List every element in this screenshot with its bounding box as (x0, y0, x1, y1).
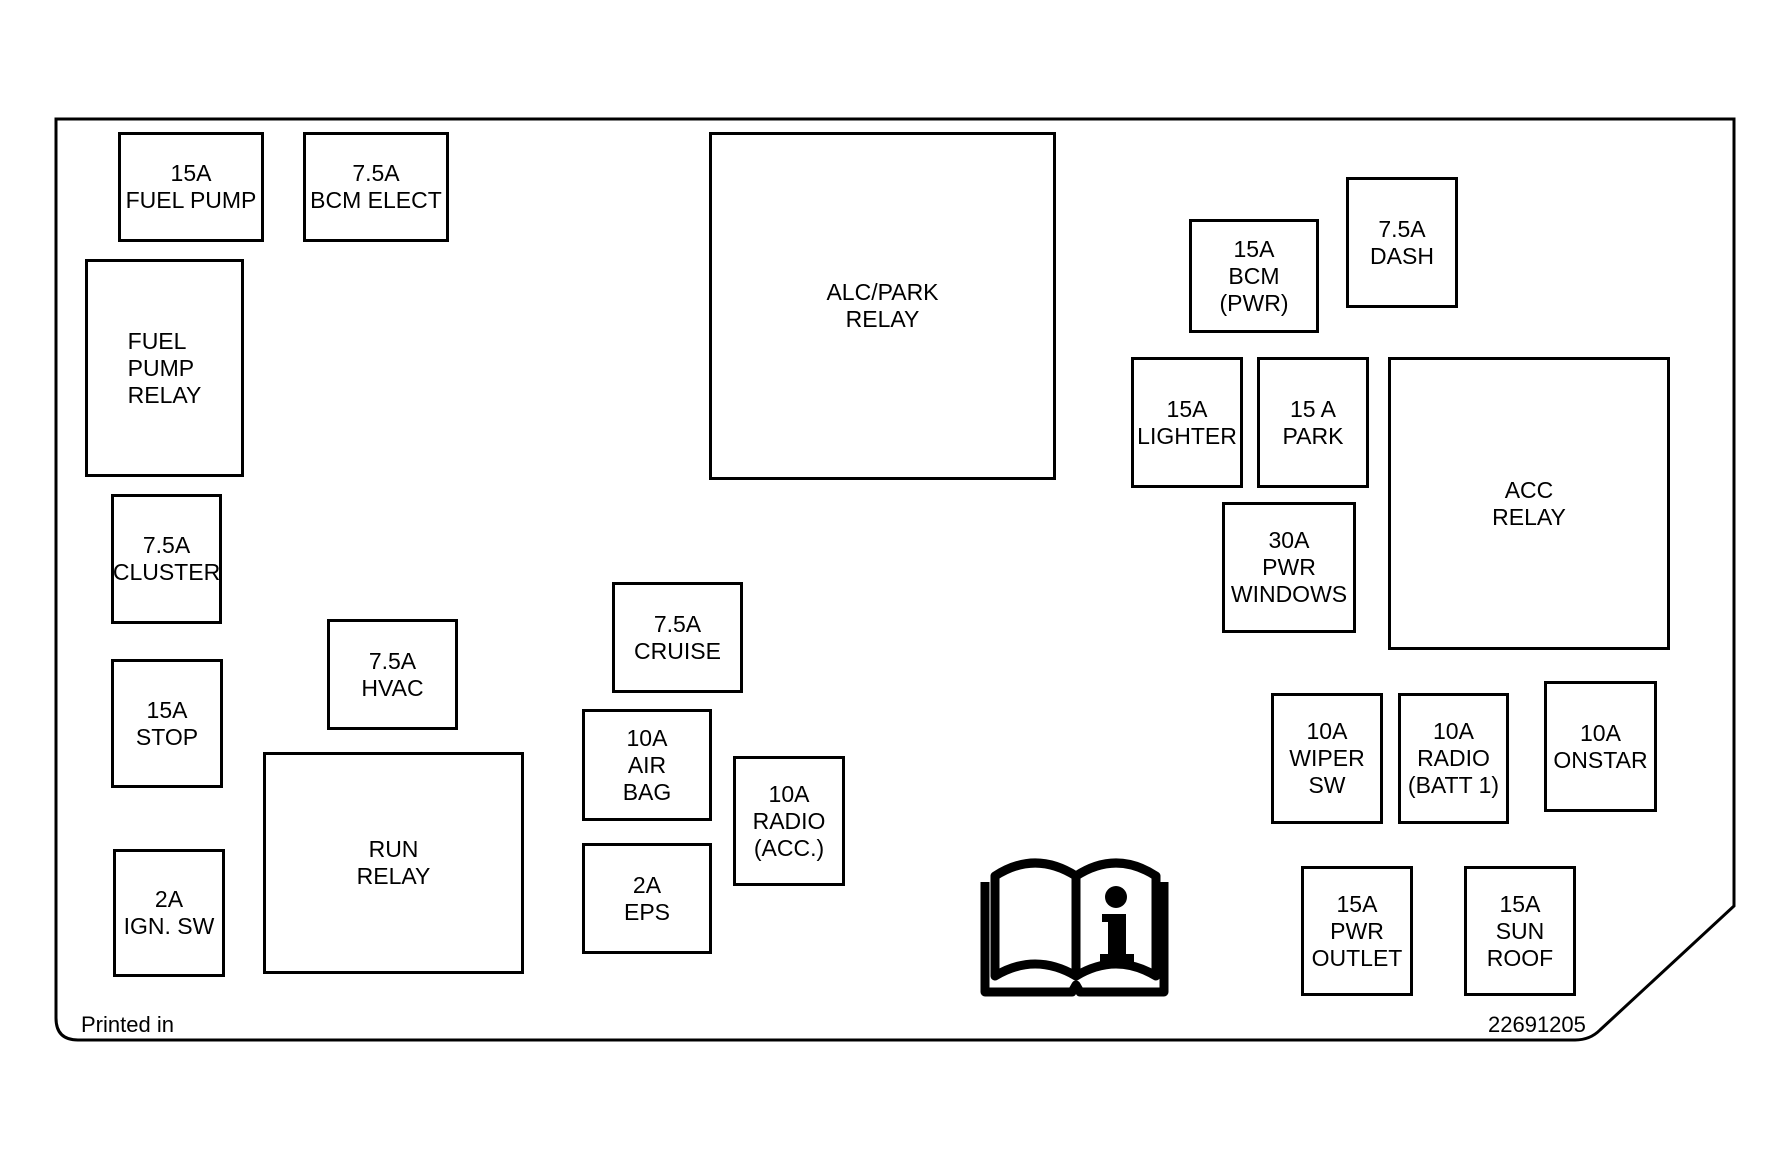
fuse-10a-air-bag-label: 10A AIR BAG (622, 724, 672, 805)
fuse-75a-dash-label: 7.5A DASH (1370, 215, 1434, 269)
fuse-15a-park: 15 A PARK (1257, 357, 1369, 488)
fuse-2a-ign-sw-label: 2A IGN. SW (123, 886, 215, 939)
printed-in-text: Printed in (81, 1012, 174, 1037)
fuse-75a-dash: 7.5A DASH (1346, 177, 1458, 308)
alc-park-relay: ALC/PARK RELAY (709, 132, 1056, 480)
fuse-15a-bcm-pwr-label: 15A BCM (PWR) (1219, 235, 1289, 316)
fuse-10a-radio-batt1-label: 10A RADIO (BATT 1) (1407, 718, 1500, 798)
fuse-2a-eps-label: 2A EPS (623, 871, 671, 925)
fuse-10a-radio-acc: 10A RADIO (ACC.) (733, 756, 845, 886)
fuel-pump-relay: FUEL PUMP RELAY (85, 259, 244, 477)
fuse-30a-pwr-windows: 30A PWR WINDOWS (1222, 502, 1356, 633)
fuse-15a-stop: 15A STOP (111, 659, 223, 788)
fuse-10a-radio-batt1: 10A RADIO (BATT 1) (1398, 693, 1509, 824)
fuse-2a-ign-sw: 2A IGN. SW (113, 849, 225, 977)
run-relay: RUN RELAY (263, 752, 524, 974)
fuse-10a-wiper-sw: 10A WIPER SW (1271, 693, 1383, 824)
fuse-10a-wiper-sw-label: 10A WIPER SW (1289, 718, 1365, 798)
fuse-75a-cruise: 7.5A CRUISE (612, 582, 743, 693)
run-relay-label: RUN RELAY (356, 836, 431, 889)
fuel-pump-relay-label: FUEL PUMP RELAY (127, 327, 202, 408)
alc-park-relay-label: ALC/PARK RELAY (826, 279, 939, 332)
fuse-15a-park-label: 15 A PARK (1282, 395, 1344, 449)
fuse-75a-cruise-label: 7.5A CRUISE (634, 610, 721, 664)
fuse-2a-eps: 2A EPS (582, 843, 712, 954)
acc-relay-label: ACC RELAY (1492, 476, 1566, 530)
fuse-10a-air-bag: 10A AIR BAG (582, 709, 712, 821)
fuse-10a-onstar: 10A ONSTAR (1544, 681, 1657, 812)
fuse-10a-onstar-label: 10A ONSTAR (1553, 719, 1648, 773)
fuse-75a-hvac-label: 7.5A HVAC (361, 647, 424, 701)
part-number-text: 22691205 (1488, 1012, 1586, 1037)
fuse-30a-pwr-windows-label: 30A PWR WINDOWS (1230, 527, 1348, 607)
fuse-75a-bcm-elect-label: 7.5A BCM ELECT (310, 160, 442, 213)
fuse-15a-fuel-pump-label: 15A FUEL PUMP (125, 160, 257, 213)
fuse-15a-fuel-pump: 15A FUEL PUMP (118, 132, 264, 242)
fuse-15a-sun-roof-label: 15A SUN ROOF (1486, 890, 1554, 971)
fuse-75a-cluster-label: 7.5A CLUSTER (112, 532, 221, 585)
fuse-10a-radio-acc-label: 10A RADIO (ACC.) (752, 780, 826, 861)
fuse-15a-lighter: 15A LIGHTER (1131, 357, 1243, 488)
fuse-75a-hvac: 7.5A HVAC (327, 619, 458, 730)
fuse-15a-pwr-outlet-label: 15A PWR OUTLET (1311, 890, 1403, 971)
fuse-15a-bcm-pwr: 15A BCM (PWR) (1189, 219, 1319, 333)
fuse-15a-pwr-outlet: 15A PWR OUTLET (1301, 866, 1413, 996)
fuse-75a-cluster: 7.5A CLUSTER (111, 494, 222, 624)
fuse-75a-bcm-elect: 7.5A BCM ELECT (303, 132, 449, 242)
acc-relay: ACC RELAY (1388, 357, 1670, 650)
fuse-15a-sun-roof: 15A SUN ROOF (1464, 866, 1576, 996)
fuse-15a-lighter-label: 15A LIGHTER (1137, 395, 1237, 449)
fuse-15a-stop-label: 15A STOP (135, 696, 199, 750)
